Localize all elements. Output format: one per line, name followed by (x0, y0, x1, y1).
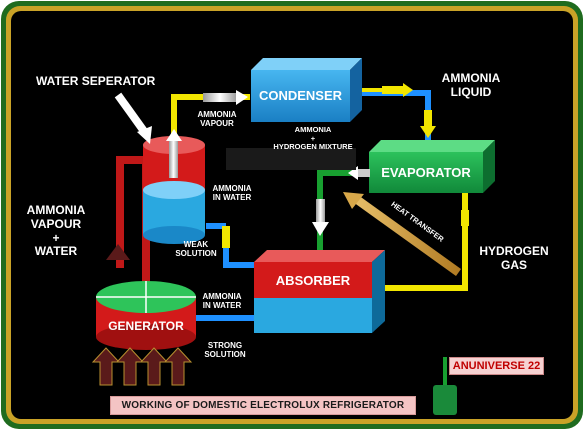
heat-transfer-arrow (343, 192, 461, 276)
separator-up-arrow (166, 129, 182, 178)
weak-solution-arrow (222, 226, 230, 248)
riser-arrow (106, 244, 130, 260)
generator-cylinder (96, 281, 196, 350)
absorber-in-arrow (312, 199, 329, 236)
absorber-label: ABSORBER (275, 273, 351, 288)
absorber-box (254, 250, 385, 333)
line-1: HYDROGEN (479, 244, 549, 258)
ammonia-liquid-label: AMMONIA LIQUID (428, 71, 514, 100)
line-1: AMMONIA (26, 203, 86, 217)
line-1: AMMONIA (202, 292, 242, 301)
line-2: IN WATER (202, 301, 242, 311)
line-2: + (310, 133, 316, 143)
mixture-backdrop (226, 148, 356, 170)
line-4: WATER (34, 244, 78, 259)
separator-pointer-arrow (114, 92, 152, 144)
line-1: WEAK (183, 240, 209, 249)
water-separator-label: WATER SEPERATOR (36, 74, 156, 88)
condenser-box (251, 58, 362, 122)
ammonia-vapour-water-label: AMMONIA VAPOUR + WATER (16, 203, 96, 259)
line-2: GAS (500, 257, 527, 272)
evaporator-box (369, 140, 495, 193)
watermark-base (433, 385, 457, 415)
ammonia-in-water-upper-label: AMMONIA IN WATER (204, 184, 260, 202)
evaporator-in-arrow (420, 110, 436, 138)
condenser-label: CONDENSER (258, 88, 343, 103)
weak-solution-label: WEAK SOLUTION (172, 240, 220, 258)
line-1: AMMONIA (441, 71, 501, 85)
line-2: VAPOUR (200, 119, 234, 129)
line-2: VAPOUR (30, 216, 82, 231)
line-1: AMMONIA (212, 184, 252, 193)
diagram-caption: WORKING OF DOMESTIC ELECTROLUX REFRIGERA… (110, 396, 416, 415)
line-1: STRONG (207, 341, 243, 350)
ammonia-liquid-arrow (382, 83, 413, 97)
ammonia-vapour-label: AMMONIA VAPOUR (188, 110, 246, 128)
line-2: LIQUID (450, 84, 492, 99)
hydrogen-gas-label: HYDROGEN GAS (476, 244, 552, 273)
line-3: + (52, 230, 60, 245)
line-1: AMMONIA (294, 125, 332, 134)
ammonia-hydrogen-mixture-label: AMMONIA + HYDROGEN MIXTURE (256, 125, 370, 152)
ammonia-in-water-lower-label: AMMONIA IN WATER (194, 292, 250, 310)
line-3: HYDROGEN MIXTURE (273, 142, 353, 152)
condenser-in-arrow (203, 90, 248, 105)
watermark-badge: ANUNIVERSE 22 (449, 357, 544, 375)
line-2: SOLUTION (204, 350, 246, 360)
heat-input-arrows (91, 347, 193, 386)
line-2: SOLUTION (175, 249, 217, 259)
generator-label: GENERATOR (108, 319, 184, 333)
line-2: IN WATER (212, 193, 252, 203)
line-1: AMMONIA (197, 110, 237, 119)
evaporator-label: EVAPORATOR (381, 165, 471, 180)
hydrogen-gas-arrow (461, 210, 469, 226)
strong-solution-label: STRONG SOLUTION (198, 341, 252, 359)
